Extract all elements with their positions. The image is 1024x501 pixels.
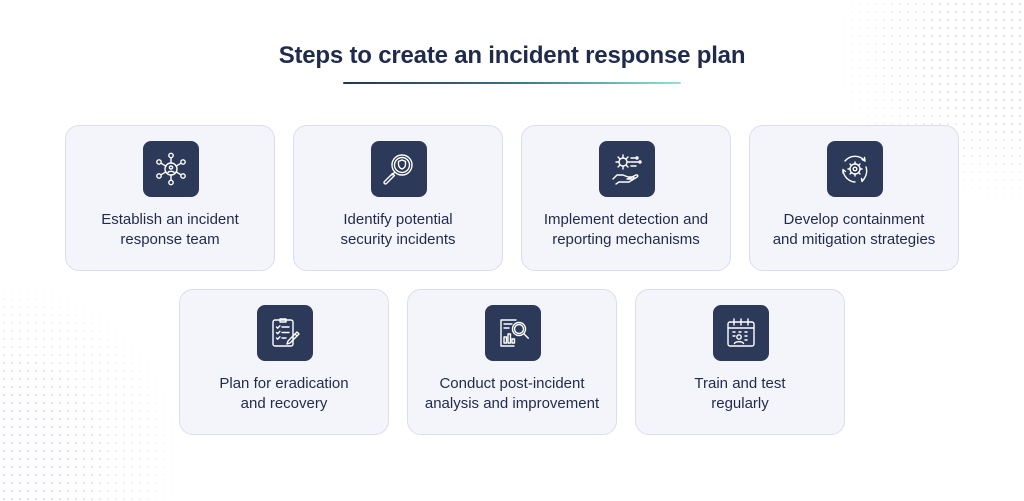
step-card-post-incident-analysis: Conduct post-incident analysis and impro… bbox=[407, 289, 617, 435]
team-network-icon bbox=[143, 141, 199, 197]
step-label-line-2: and mitigation strategies bbox=[772, 231, 936, 248]
checklist-pen-icon bbox=[257, 305, 313, 361]
report-magnifier-icon bbox=[485, 305, 541, 361]
page-title: Steps to create an incident response pla… bbox=[278, 42, 746, 69]
step-label-line-1: Train and test bbox=[694, 375, 786, 392]
gear-hand-detection-icon bbox=[599, 141, 655, 197]
magnifier-shield-icon bbox=[371, 141, 427, 197]
step-card-containment-mitigation: Develop containment and mitigation strat… bbox=[749, 125, 959, 271]
step-label-line-1: Develop containment bbox=[783, 211, 925, 228]
step-card-detection-reporting: Implement detection and reporting mechan… bbox=[521, 125, 731, 271]
circular-gear-cycle-icon bbox=[827, 141, 883, 197]
step-label-line-2: regularly bbox=[711, 395, 769, 412]
step-card-train-test: Train and test regularly bbox=[635, 289, 845, 435]
step-card-eradication-recovery: Plan for eradication and recovery bbox=[179, 289, 389, 435]
step-label-line-2: reporting mechanisms bbox=[552, 231, 700, 248]
dot-pattern-bottom-left bbox=[0, 271, 190, 501]
step-label-line-2: and recovery bbox=[240, 395, 328, 412]
step-label-line-1: Plan for eradication bbox=[219, 375, 349, 392]
step-label-line-1: Identify potential bbox=[343, 211, 453, 228]
step-card-identify-incidents: Identify potential security incidents bbox=[293, 125, 503, 271]
step-label-line-1: Establish an incident bbox=[101, 211, 239, 228]
title-underline bbox=[343, 82, 681, 84]
step-label-line-1: Conduct post-incident bbox=[439, 375, 585, 392]
step-card-establish-team: Establish an incident response team bbox=[65, 125, 275, 271]
step-label-line-2: security incidents bbox=[340, 231, 456, 248]
step-label-line-2: response team bbox=[120, 231, 220, 248]
step-label-line-2: analysis and improvement bbox=[424, 395, 600, 412]
calendar-person-icon bbox=[713, 305, 769, 361]
step-label-line-1: Implement detection and bbox=[543, 211, 709, 228]
